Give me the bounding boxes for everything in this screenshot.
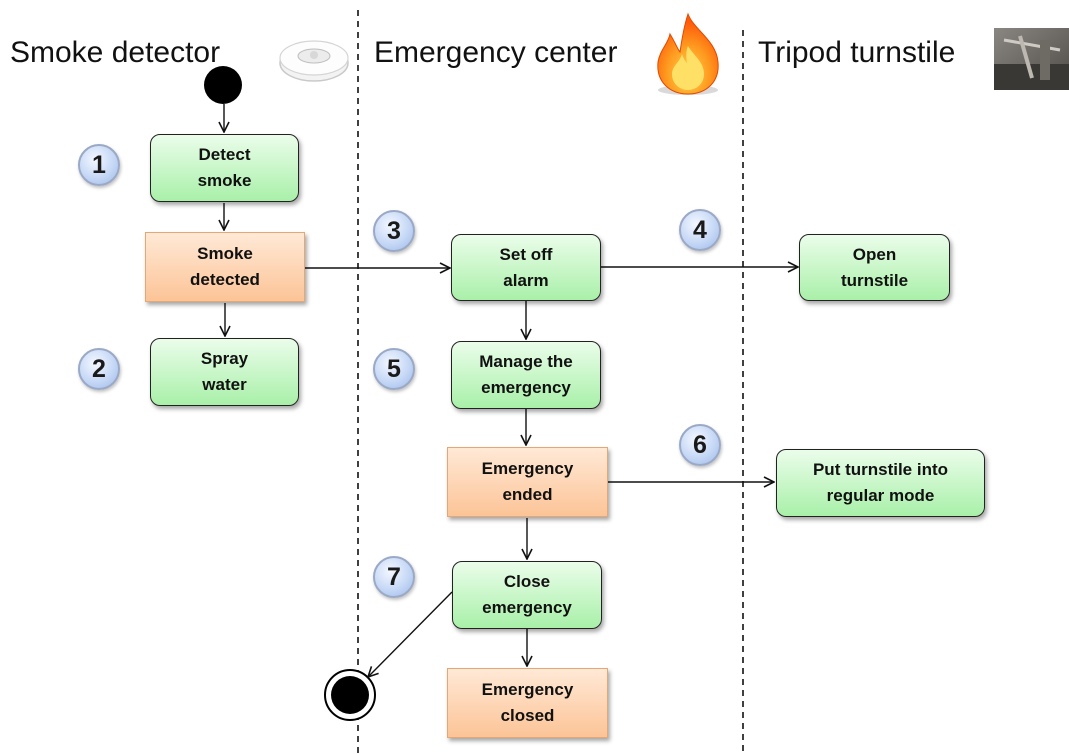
action-spray-water: Spray water [150,338,299,406]
lane-title-smoke-detector: Smoke detector [10,36,221,69]
step-badge-6: 6 [679,424,721,466]
action-open-turnstile: Open turnstile [799,234,950,301]
step-badge-3: 3 [373,210,415,252]
step-badge-1: 1 [78,144,120,186]
object-smoke-detected: Smoke detected [145,232,305,302]
step-badge-7: 7 [373,556,415,598]
smoke-detector-icon [279,40,349,82]
action-close-emergency: Close emergency [452,561,602,629]
action-regular-mode: Put turnstile into regular mode [776,449,985,517]
object-emergency-closed: Emergency closed [447,668,608,738]
action-manage-emergency: Manage the emergency [451,341,601,409]
end-node [324,669,376,721]
step-badge-2: 2 [78,348,120,390]
turnstile-photo-icon [994,28,1069,90]
lane-title-tripod-turnstile: Tripod turnstile [758,36,956,69]
flow-close-to-end [368,591,453,677]
object-emergency-ended: Emergency ended [447,447,608,517]
step-badge-4: 4 [679,209,721,251]
start-node [204,66,242,104]
action-detect-smoke: Detect smoke [150,134,299,202]
step-badge-5: 5 [373,348,415,390]
lane-title-emergency-center: Emergency center [374,36,618,69]
fire-icon [657,12,719,95]
action-set-off-alarm: Set off alarm [451,234,601,301]
